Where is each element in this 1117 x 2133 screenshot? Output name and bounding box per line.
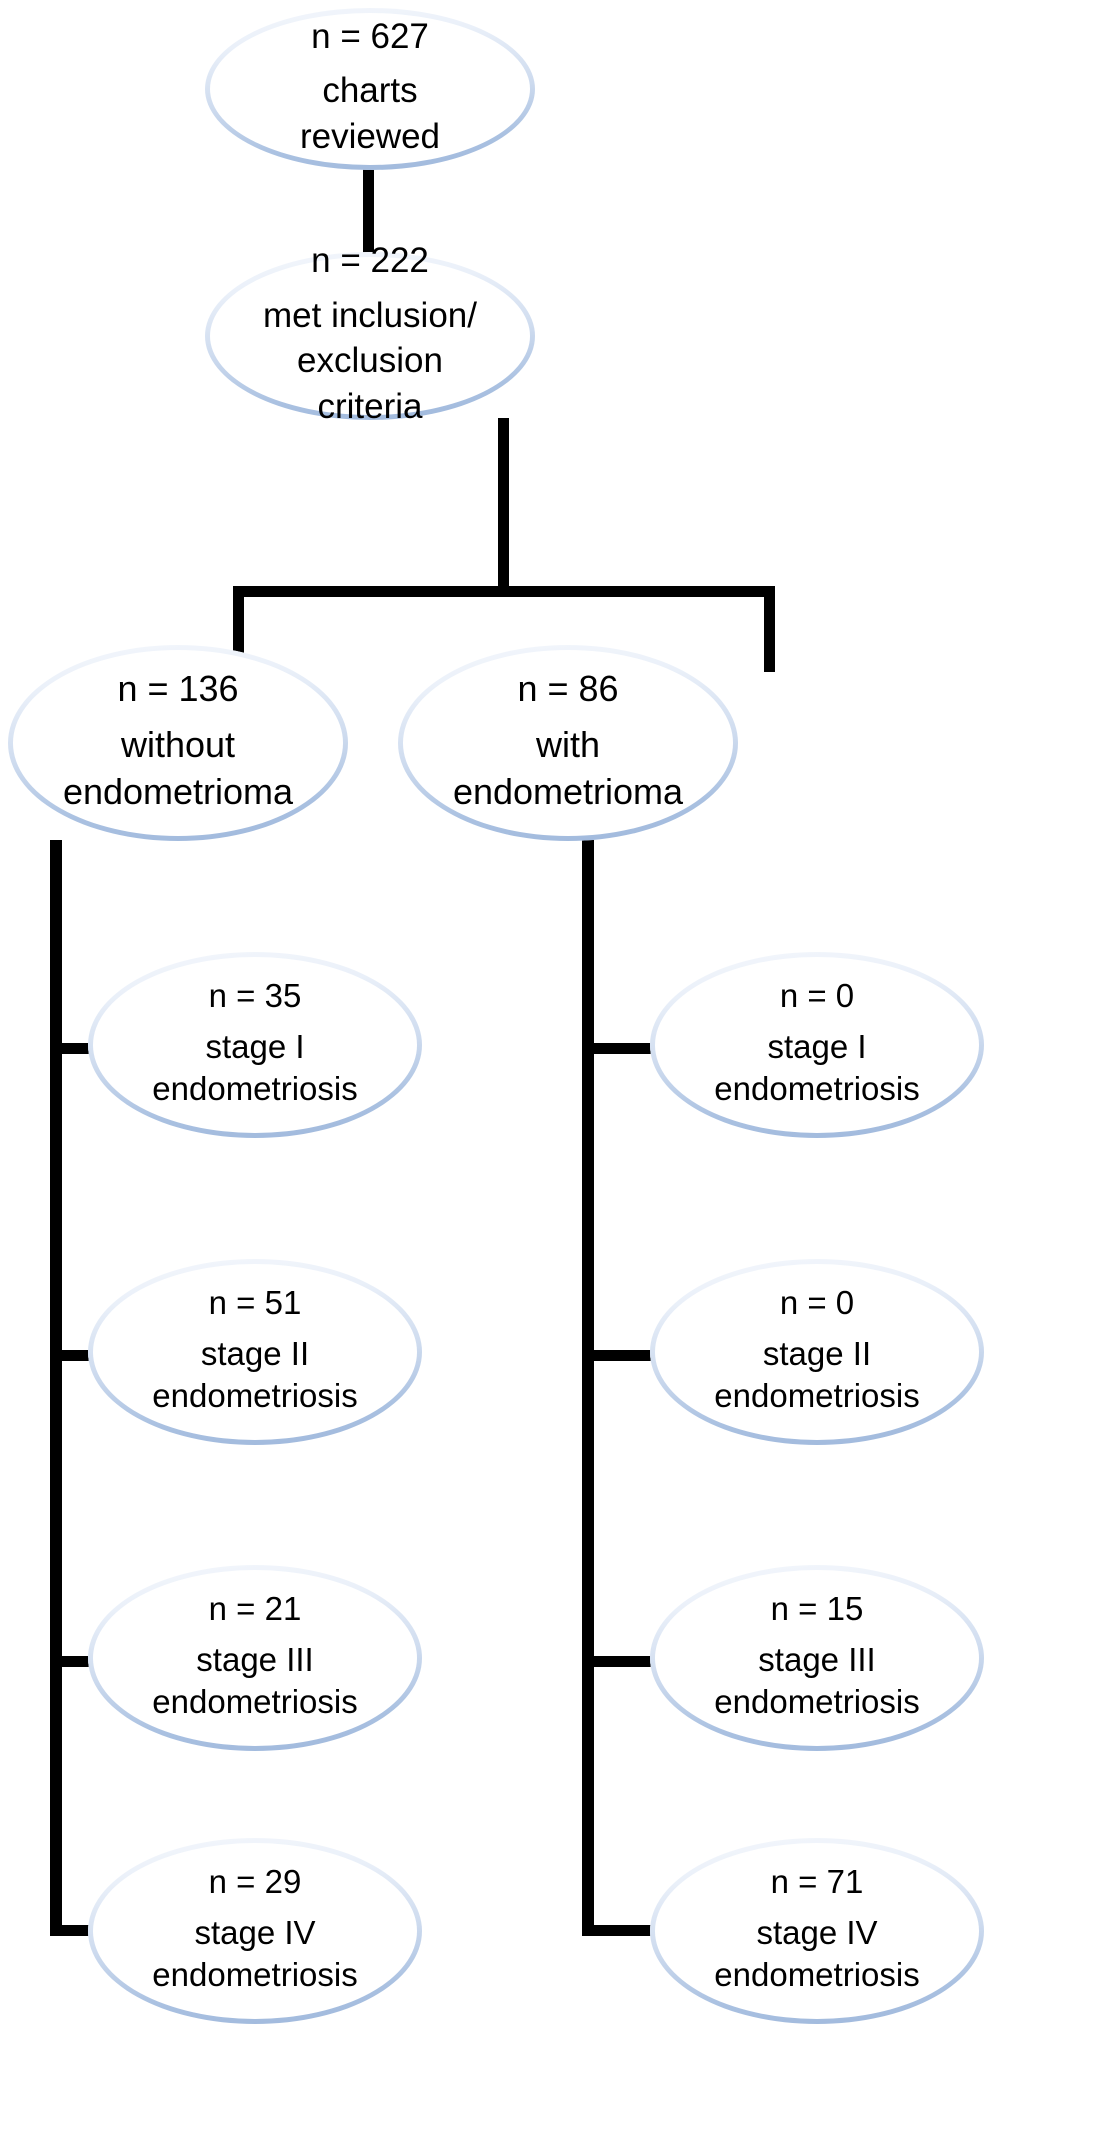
ellipse-outline xyxy=(398,645,738,841)
node-count: n = 222 xyxy=(311,240,429,280)
node-text: charts reviewed xyxy=(299,71,441,156)
node-count: n = 136 xyxy=(117,667,239,709)
ellipse-outline xyxy=(88,952,422,1138)
node-text: stage I endometriosis xyxy=(714,1027,920,1108)
connector-split-to-left-group xyxy=(233,586,244,672)
ellipse-outline xyxy=(650,952,984,1138)
ellipse-outline xyxy=(650,1838,984,2024)
connector-right-stub-4 xyxy=(582,1925,660,1936)
connector-right-stub-3 xyxy=(582,1656,660,1667)
ellipse-outline xyxy=(205,8,535,170)
node-text: stage II endometriosis xyxy=(152,1334,358,1415)
node-count: n = 35 xyxy=(208,976,302,1014)
ellipse-outline xyxy=(650,1259,984,1445)
connector-root-to-eligible xyxy=(363,168,374,260)
node-right-stage-3[interactable]: n = 15 stage III endometriosis xyxy=(650,1565,984,1751)
node-left-stage-1[interactable]: n = 35 stage I endometriosis xyxy=(88,952,422,1138)
ellipse-outline xyxy=(205,252,535,420)
node-count: n = 86 xyxy=(517,667,619,709)
connector-eligible-stem xyxy=(498,418,509,596)
node-text: without endometrioma xyxy=(62,723,294,812)
node-without-endometrioma[interactable]: n = 136 without endometrioma xyxy=(8,645,348,841)
node-count: n = 0 xyxy=(779,1283,855,1321)
ellipse-outline xyxy=(88,1259,422,1445)
node-count: n = 21 xyxy=(208,1589,302,1627)
node-text: stage IV endometriosis xyxy=(152,1913,358,1994)
node-text: stage I endometriosis xyxy=(152,1027,358,1108)
node-count: n = 51 xyxy=(208,1283,302,1321)
node-count: n = 15 xyxy=(770,1589,864,1627)
node-text: with endometrioma xyxy=(452,723,684,812)
node-left-stage-3[interactable]: n = 21 stage III endometriosis xyxy=(88,1565,422,1751)
connector-split-bar xyxy=(233,586,775,597)
node-right-stage-1[interactable]: n = 0 stage I endometriosis xyxy=(650,952,984,1138)
node-count: n = 71 xyxy=(770,1862,864,1900)
node-count: n = 627 xyxy=(311,16,429,56)
node-left-stage-4[interactable]: n = 29 stage IV endometriosis xyxy=(88,1838,422,2024)
node-count: n = 29 xyxy=(208,1862,302,1900)
node-text: stage IV endometriosis xyxy=(714,1913,920,1994)
node-count: n = 0 xyxy=(779,976,855,1014)
ellipse-outline xyxy=(88,1565,422,1751)
node-right-stage-4[interactable]: n = 71 stage IV endometriosis xyxy=(650,1838,984,2024)
connector-right-rail xyxy=(582,840,594,1936)
node-text: stage III endometriosis xyxy=(714,1640,920,1721)
node-with-endometrioma[interactable]: n = 86 with endometrioma xyxy=(398,645,738,841)
node-charts-reviewed[interactable]: n = 627 charts reviewed xyxy=(205,8,535,170)
node-text: met inclusion/ exclusion criteria xyxy=(263,295,477,426)
ellipse-outline xyxy=(650,1565,984,1751)
ellipse-outline xyxy=(88,1838,422,2024)
connector-right-stub-2 xyxy=(582,1350,660,1361)
node-met-criteria[interactable]: n = 222 met inclusion/ exclusion criteri… xyxy=(205,243,535,426)
connector-split-to-right-group xyxy=(764,586,775,672)
connector-left-rail xyxy=(50,840,62,1936)
node-text: stage II endometriosis xyxy=(714,1334,920,1415)
ellipse-outline xyxy=(8,645,348,841)
connector-right-stub-1 xyxy=(582,1043,660,1054)
node-right-stage-2[interactable]: n = 0 stage II endometriosis xyxy=(650,1259,984,1445)
node-left-stage-2[interactable]: n = 51 stage II endometriosis xyxy=(88,1259,422,1445)
node-text: stage III endometriosis xyxy=(152,1640,358,1721)
